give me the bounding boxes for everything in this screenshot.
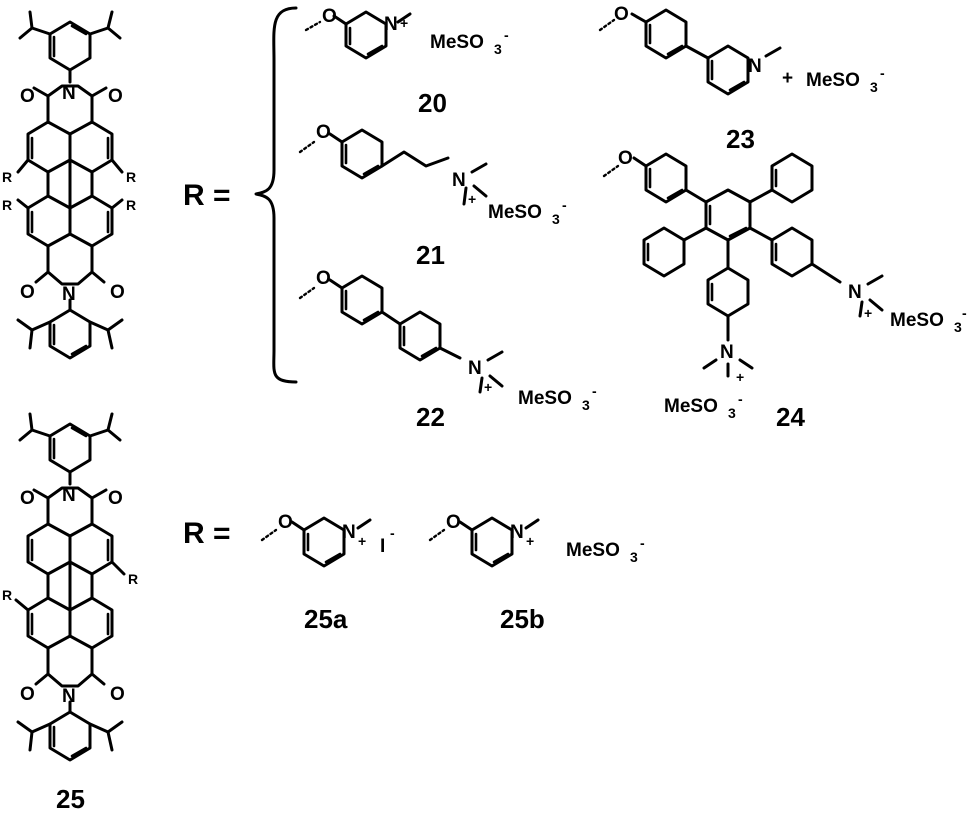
- compound-label-25: 25: [56, 784, 85, 814]
- counterion-mesylate: MeSO: [664, 396, 718, 417]
- bottom-aryl-group: [16, 710, 124, 762]
- counterion-charge: -: [390, 525, 395, 541]
- perylene-rings-top: [16, 120, 124, 248]
- pyridinium-nitrogen: N: [748, 56, 762, 77]
- substituent-22: O N + MeSO 3 - 22: [298, 268, 597, 432]
- ether-oxygen: O: [322, 6, 337, 27]
- pyridinium-nitrogen: N: [342, 522, 356, 543]
- pyridinium-nitrogen: N: [510, 522, 524, 543]
- substituent-21: O N + MeSO 3 - 21: [298, 122, 567, 270]
- compound-label-23: 23: [726, 124, 755, 154]
- perylene-core-bottom: N O O N O O R R 25: [2, 412, 138, 814]
- counterion-mesylate: MeSO: [806, 70, 860, 91]
- counterion-mesylate: MeSO: [430, 32, 484, 53]
- counterion-charge: -: [962, 305, 967, 321]
- compound-label-25b: 25b: [500, 604, 545, 634]
- ether-oxygen: O: [618, 148, 633, 169]
- positive-charge: +: [468, 191, 476, 207]
- compound-label-24: 24: [776, 402, 805, 432]
- counterion-subscript: 3: [582, 397, 590, 413]
- positive-charge: +: [358, 533, 366, 549]
- counterion-charge: -: [592, 383, 597, 399]
- pyridinium-nitrogen: N: [384, 14, 398, 35]
- imide-nitrogen-top: N: [62, 485, 76, 506]
- counterion-charge: -: [738, 391, 743, 407]
- carbonyl-oxygen: O: [108, 86, 123, 107]
- counterion-mesylate: MeSO: [890, 310, 944, 331]
- substituent-25b: O N + MeSO 3 - 25b: [428, 512, 645, 634]
- carbonyl-oxygen: O: [110, 684, 125, 705]
- r-substituent-label: R: [126, 197, 136, 213]
- top-aryl-group: [18, 412, 122, 486]
- counterion-subscript: 3: [954, 319, 962, 335]
- carbonyl-oxygen: O: [108, 488, 123, 509]
- counterion-subscript: 3: [728, 405, 736, 421]
- positive-charge: +: [484, 379, 492, 395]
- counterion-iodide: I: [380, 536, 385, 557]
- counterion-subscript: 3: [494, 41, 502, 57]
- positive-charge: +: [864, 305, 872, 321]
- positive-charge: +: [400, 15, 408, 31]
- positive-charge: +: [526, 533, 534, 549]
- imide-top: [32, 84, 108, 124]
- carbonyl-oxygen: O: [20, 282, 35, 303]
- r-substituent-label: R: [126, 169, 136, 185]
- r-substituent-label: R: [2, 197, 12, 213]
- substituent-20: O N + MeSO 3 - 20: [304, 6, 509, 118]
- counterion-subscript: 3: [630, 549, 638, 565]
- positive-charge: +: [782, 68, 793, 89]
- top-aryl-group: [18, 10, 122, 84]
- imide-nitrogen-top: N: [62, 83, 76, 104]
- ether-oxygen: O: [278, 512, 293, 533]
- compound-label-22: 22: [416, 402, 445, 432]
- counterion-subscript: 3: [552, 211, 560, 227]
- bottom-aryl-group: [16, 308, 124, 360]
- counterion-charge: -: [880, 65, 885, 81]
- imide-bottom: [34, 244, 106, 312]
- counterion-mesylate: MeSO: [518, 388, 572, 409]
- carbonyl-oxygen: O: [20, 488, 35, 509]
- counterion-subscript: 3: [870, 79, 878, 95]
- r-equals-label: R =: [183, 517, 231, 550]
- counterion-mesylate: MeSO: [488, 202, 542, 223]
- counterion-charge: -: [562, 197, 567, 213]
- ether-oxygen: O: [446, 512, 461, 533]
- counterion-charge: -: [504, 27, 509, 43]
- carbonyl-oxygen: O: [20, 86, 35, 107]
- ammonium-nitrogen: N: [452, 170, 466, 191]
- carbonyl-oxygen: O: [110, 282, 125, 303]
- r-substituent-label: R: [128, 571, 138, 587]
- imide-top: [32, 486, 108, 526]
- counterion-mesylate: MeSO: [566, 540, 620, 561]
- substituent-25a: O N + I - 25a: [260, 512, 395, 634]
- substituent-brace: [254, 6, 298, 384]
- substituent-24: O N + N + MeSO 3 - MeSO 3 - 24: [602, 148, 967, 432]
- positive-charge: +: [736, 369, 744, 385]
- compound-label-21: 21: [416, 240, 445, 270]
- compound-label-20: 20: [418, 88, 447, 118]
- ammonium-nitrogen: N: [720, 342, 734, 363]
- perylene-core-top: N O O N O O R R R R: [2, 10, 136, 360]
- counterion-charge: -: [640, 535, 645, 551]
- imide-bottom: [34, 646, 106, 714]
- carbonyl-oxygen: O: [20, 684, 35, 705]
- substituent-23: O N + MeSO 3 - 23: [598, 4, 885, 154]
- ammonium-nitrogen: N: [848, 282, 862, 303]
- r-equals-label: R =: [183, 179, 231, 212]
- ammonium-nitrogen: N: [468, 358, 482, 379]
- perylene-rings-bottom: [14, 522, 126, 650]
- r-substituent-label: R: [2, 169, 12, 185]
- imide-nitrogen-bottom: N: [62, 284, 76, 305]
- compound-label-25a: 25a: [304, 604, 348, 634]
- ether-oxygen: O: [614, 4, 629, 25]
- r-substituent-label: R: [2, 587, 12, 603]
- ether-oxygen: O: [316, 122, 331, 143]
- imide-nitrogen-bottom: N: [62, 686, 76, 707]
- ether-oxygen: O: [316, 268, 331, 289]
